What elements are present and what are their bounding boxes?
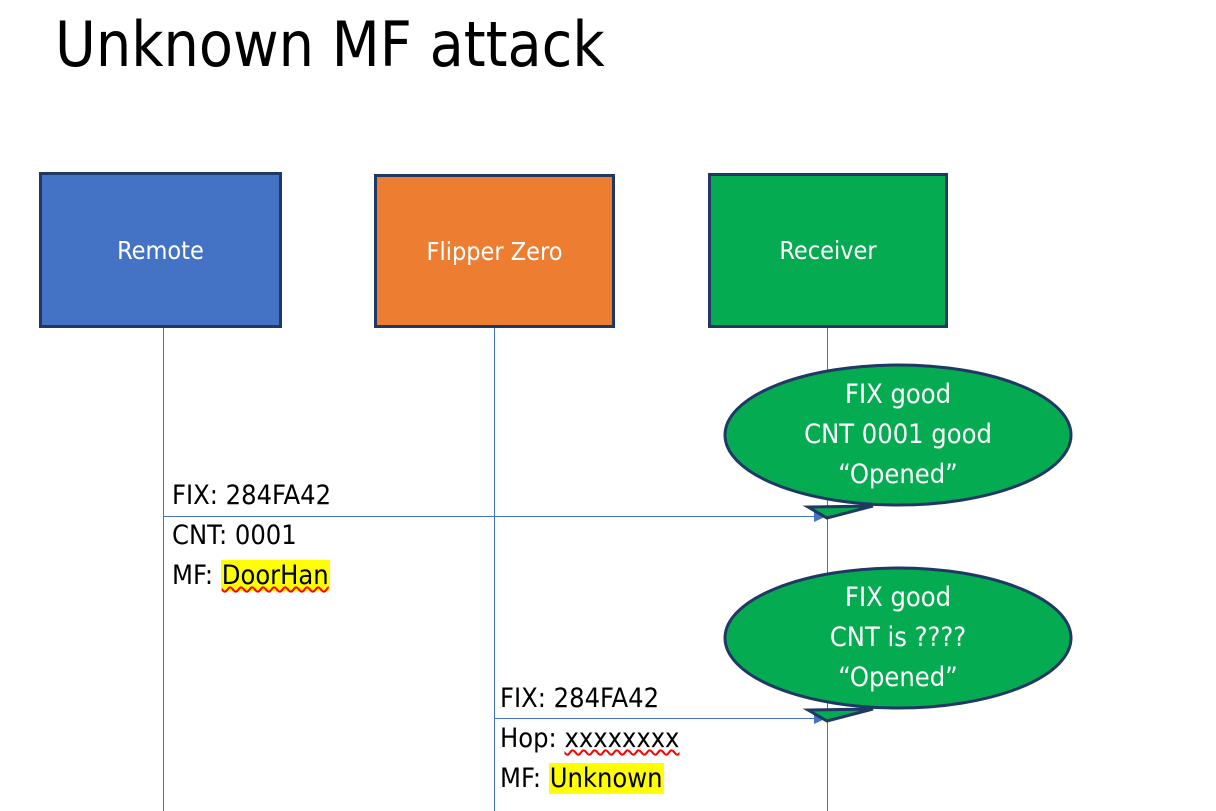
message-line-fix-prefix: FIX: [172, 480, 226, 511]
speech-bubble-legit[interactable]: FIX good CNT 0001 good “Opened” [723, 363, 1073, 523]
message-line-cnt: CNT: 0001 [172, 516, 331, 556]
actor-label-flipper-zero: Flipper Zero [426, 236, 563, 266]
speech-bubble-attack[interactable]: FIX good CNT is ???? “Opened” [723, 566, 1073, 726]
lifeline-flipper [494, 327, 495, 811]
message2-line-mf: MF: Unknown [500, 759, 679, 799]
message2-line-mf-prefix: MF: [500, 763, 549, 794]
message2-line-fix-prefix: FIX: [500, 683, 554, 714]
message-label-remote-to-receiver: FIX: 284FA42 CNT: 0001 MF: DoorHan [172, 476, 331, 596]
speech-bubble-legit-ellipse [723, 363, 1073, 507]
page-title: Unknown MF attack [55, 8, 605, 81]
lifeline-remote [163, 327, 164, 811]
speech-bubble-attack-shape [723, 566, 1073, 723]
message-line-fix: FIX: 284FA42 [172, 476, 331, 516]
message-line-mf: MF: DoorHan [172, 556, 331, 596]
message2-line-fix-value: 284FA42 [553, 683, 660, 714]
actor-box-receiver[interactable]: Receiver [708, 173, 948, 328]
message-arrow-flipper-to-receiver [494, 718, 815, 719]
lifeline-receiver [827, 327, 828, 811]
message-arrow-remote-to-receiver [163, 516, 815, 517]
speech-bubble-legit-shape [723, 363, 1073, 520]
message2-line-hop-prefix: Hop: [500, 723, 565, 754]
message-line-cnt-value: 0001 [234, 520, 297, 551]
message-line-cnt-prefix: CNT: [172, 520, 235, 551]
speech-bubble-attack-tail [802, 707, 874, 723]
actor-box-remote[interactable]: Remote [39, 172, 282, 328]
message2-line-hop: Hop: xxxxxxxx [500, 719, 679, 759]
speech-bubble-attack-ellipse [723, 566, 1073, 710]
actor-label-receiver: Receiver [779, 236, 877, 265]
message-line-mf-value-highlighted: DoorHan [220, 560, 330, 591]
message2-line-hop-value: xxxxxxxx [564, 723, 680, 754]
message-line-mf-prefix: MF: [172, 560, 221, 591]
actor-label-remote: Remote [117, 235, 204, 265]
message2-line-fix: FIX: 284FA42 [500, 679, 679, 719]
message-label-flipper-to-receiver: FIX: 284FA42 Hop: xxxxxxxx MF: Unknown [500, 679, 679, 799]
actor-box-flipper-zero[interactable]: Flipper Zero [374, 174, 615, 328]
message2-line-mf-value-highlighted: Unknown [548, 763, 664, 794]
speech-bubble-legit-tail [802, 504, 874, 520]
message-line-fix-value: 284FA42 [225, 480, 332, 511]
